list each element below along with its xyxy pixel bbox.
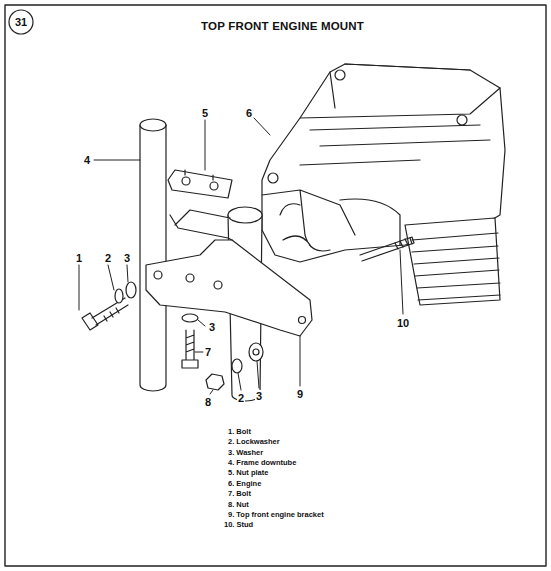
callout-number: 7 [204, 346, 212, 358]
callout-number: 8 [204, 396, 212, 408]
parts-key-item: 2. Lockwasher [228, 438, 280, 446]
callout-number: 4 [83, 154, 91, 166]
callout-number: 6 [245, 107, 253, 119]
engine-bracket [146, 210, 312, 336]
callout-number: 10 [396, 317, 410, 329]
frame-downtube [140, 119, 166, 391]
parts-key-item: 8. Nut [228, 501, 249, 509]
bolt [182, 314, 263, 390]
callout-number: 1 [75, 252, 83, 264]
callout-number: 5 [201, 107, 209, 119]
callout-number: 3 [208, 321, 216, 333]
callout-number: 3 [255, 390, 263, 402]
callout-number: 3 [123, 252, 131, 264]
callout-number: 2 [104, 252, 112, 264]
parts-key-item: 7. Bolt [228, 490, 251, 498]
parts-key-item: 9. Top front engine bracket [228, 511, 324, 519]
callout-number: 2 [237, 392, 245, 404]
parts-key-item: 5. Nut plate [228, 469, 268, 477]
parts-key-item: 4. Frame downtube [228, 459, 296, 467]
figure-title: TOP FRONT ENGINE MOUNT [201, 20, 364, 33]
stud [360, 237, 414, 261]
nut-plate [168, 170, 232, 198]
callout-number: 9 [296, 388, 304, 400]
bolt [82, 282, 136, 330]
parts-key-item: 1. Bolt [228, 428, 251, 436]
parts-key-item: 6. Engine [228, 480, 261, 488]
parts-key-item: 10. Stud [224, 521, 253, 529]
cylinder-fins [405, 218, 500, 305]
figure-number: 31 [15, 16, 27, 28]
leader-line [79, 118, 403, 394]
figure-circle [9, 10, 33, 34]
parts-key-item: 3. Washer [228, 449, 263, 457]
page-frame [5, 5, 546, 566]
